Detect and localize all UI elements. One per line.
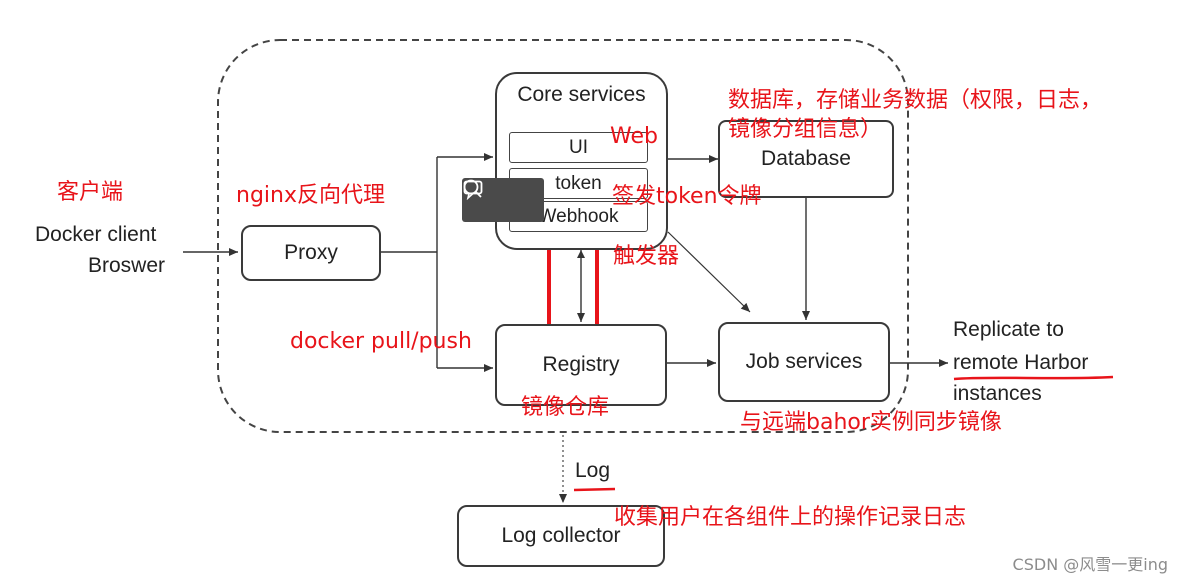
annotation-docker-pull-push: docker pull/push	[290, 329, 472, 354]
job-services-label: Job services	[745, 350, 863, 373]
client-label-line1: Docker client	[35, 223, 157, 246]
registry-box: Registry	[495, 324, 667, 406]
watermark: CSDN @风雪一更ing	[1012, 555, 1168, 574]
log-collector-box: Log collector	[457, 505, 665, 567]
image-toolbar	[462, 178, 544, 222]
core-services-title: Core services	[517, 83, 646, 106]
annotation-token: 签发token令牌	[612, 184, 762, 209]
replicate-line3: instances	[953, 382, 1042, 405]
harbor-boundary	[217, 39, 909, 433]
red-underline-log	[573, 487, 616, 492]
proxy-box: Proxy	[241, 225, 381, 281]
annotation-job: 与远端bahor实例同步镜像	[740, 410, 1002, 435]
log-collector-label: Log collector	[501, 524, 621, 547]
proxy-label: Proxy	[284, 241, 338, 264]
database-box: Database	[718, 120, 894, 198]
core-to-job-arrow	[667, 231, 751, 313]
core-token-label: token	[555, 172, 602, 194]
annotation-database-line2: 镜像分组信息）	[728, 117, 883, 142]
log-label: Log	[575, 459, 611, 482]
core-webhook-item: Webhook	[509, 201, 648, 232]
job-services-box: Job services	[718, 322, 890, 402]
annotation-client: 客户端	[57, 180, 124, 205]
annotation-web: Web	[610, 124, 658, 149]
replicate-line2: remote Harbor	[953, 351, 1089, 374]
replicate-line1: Replicate to	[953, 318, 1064, 341]
annotation-database-line1: 数据库，存储业务数据（权限，日志，	[728, 88, 1103, 113]
red-underline-harbor	[953, 375, 1114, 381]
core-webhook-label: Webhook	[538, 205, 619, 227]
annotation-log: 收集用户在各组件上的操作记录日志	[614, 505, 967, 530]
core-ui-label: UI	[569, 136, 588, 158]
client-label-line2: Broswer	[88, 254, 166, 277]
registry-label: Registry	[542, 353, 620, 376]
annotation-registry: 镜像仓库	[521, 395, 610, 420]
annotation-nginx: nginx反向代理	[236, 183, 385, 208]
core-ui-item: UI	[509, 132, 648, 163]
database-label: Database	[761, 147, 851, 170]
annotation-trigger: 触发器	[613, 244, 680, 269]
